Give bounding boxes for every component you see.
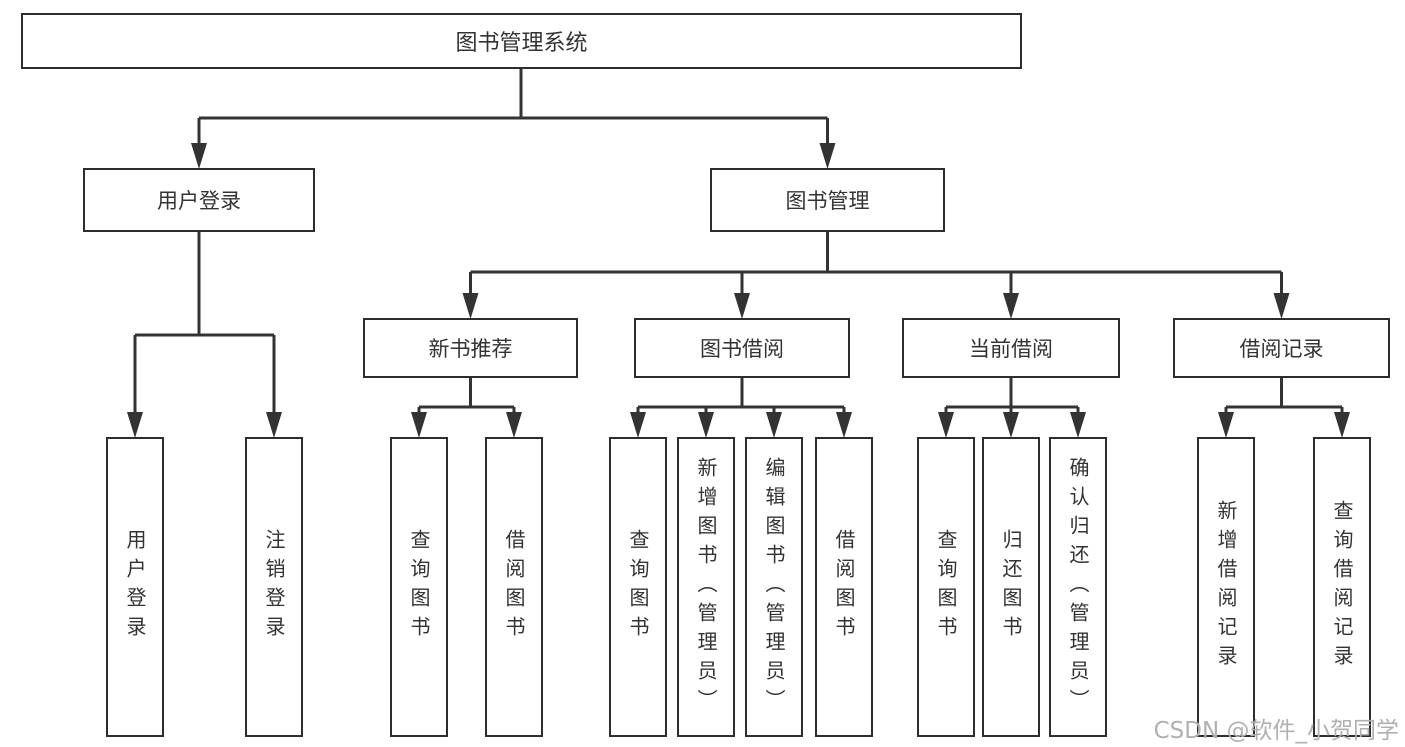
arrow-down-icon: [506, 412, 522, 438]
node-label: 新增图书（管理员）: [694, 456, 718, 718]
arrow-down-icon: [127, 412, 143, 438]
node-leaf-query-book-1: 查询图书: [390, 437, 448, 737]
arrow-down-icon: [1003, 412, 1019, 438]
node-new-book-recommend: 新书推荐: [363, 318, 578, 378]
node-leaf-confirm-return-admin: 确认归还（管理员）: [1049, 437, 1107, 737]
connector-user-login-to-leaves: [127, 232, 282, 438]
node-borrow-records: 借阅记录: [1173, 318, 1390, 378]
node-label: 注销登录: [262, 529, 286, 645]
node-label: 图书管理: [785, 189, 870, 213]
node-leaf-borrow-book-1: 借阅图书: [485, 437, 543, 737]
node-label: 编辑图书（管理员）: [762, 456, 786, 718]
arrow-down-icon: [411, 412, 427, 438]
arrow-down-icon: [836, 412, 852, 438]
node-label: 图书管理系统: [455, 31, 588, 56]
node-label: 借阅图书: [502, 529, 526, 645]
arrow-down-icon: [698, 412, 714, 438]
arrow-down-icon: [734, 293, 750, 319]
node-leaf-query-book-2: 查询图书: [609, 437, 667, 737]
node-label: 当前借阅: [969, 337, 1053, 361]
node-leaf-logout: 注销登录: [245, 437, 303, 737]
node-leaf-add-book-admin: 新增图书（管理员）: [677, 437, 735, 737]
node-leaf-return-book: 归还图书: [982, 437, 1040, 737]
node-label: 借阅记录: [1239, 337, 1324, 361]
node-leaf-user-login: 用户登录: [106, 437, 164, 737]
node-system-root: 图书管理系统: [21, 13, 1022, 69]
node-label: 图书借阅: [700, 337, 784, 361]
node-label: 查询图书: [934, 529, 958, 645]
node-leaf-edit-book-admin: 编辑图书（管理员）: [745, 437, 803, 737]
node-label: 查询图书: [407, 529, 431, 645]
node-label: 归还图书: [999, 529, 1023, 645]
node-book-management: 图书管理: [710, 168, 945, 232]
connector-current-borrow-to-leaves: [938, 378, 1086, 438]
node-current-borrow: 当前借阅: [902, 318, 1120, 378]
node-label: 借阅图书: [832, 529, 856, 645]
connector-new-book-rec-to-leaves: [411, 378, 522, 438]
node-leaf-query-borrow-record: 查询借阅记录: [1313, 437, 1371, 737]
node-label: 新增借阅记录: [1214, 500, 1238, 674]
arrow-down-icon: [1334, 412, 1350, 438]
node-leaf-query-book-3: 查询图书: [917, 437, 975, 737]
arrow-down-icon: [1070, 412, 1086, 438]
node-book-borrow: 图书借阅: [634, 318, 850, 378]
arrow-down-icon: [1003, 293, 1019, 319]
arrow-down-icon: [819, 143, 836, 169]
connector-root-to-level2: [191, 69, 836, 169]
csdn-watermark: CSDN @软件_小贺同学: [1153, 718, 1399, 744]
node-label: 用户登录: [157, 189, 241, 213]
node-user-login: 用户登录: [83, 168, 315, 232]
node-leaf-borrow-book-2: 借阅图书: [815, 437, 873, 737]
arrow-down-icon: [938, 412, 954, 438]
connector-borrow-records-to-leaves: [1218, 378, 1350, 438]
node-leaf-add-borrow-record: 新增借阅记录: [1197, 437, 1255, 737]
node-label: 查询图书: [626, 529, 650, 645]
connector-book-mgmt-to-level3: [462, 232, 1290, 319]
arrow-down-icon: [462, 293, 479, 319]
node-label: 新书推荐: [428, 337, 513, 361]
node-label: 用户登录: [123, 529, 147, 645]
arrow-down-icon: [266, 412, 282, 438]
arrow-down-icon: [1218, 412, 1234, 438]
node-label: 查询借阅记录: [1330, 500, 1354, 674]
arrow-down-icon: [766, 412, 782, 438]
connector-book-borrow-to-leaves: [630, 378, 852, 438]
node-label: 确认归还（管理员）: [1066, 456, 1090, 718]
arrow-down-icon: [191, 143, 207, 169]
arrow-down-icon: [1273, 293, 1290, 319]
arrow-down-icon: [630, 412, 646, 438]
